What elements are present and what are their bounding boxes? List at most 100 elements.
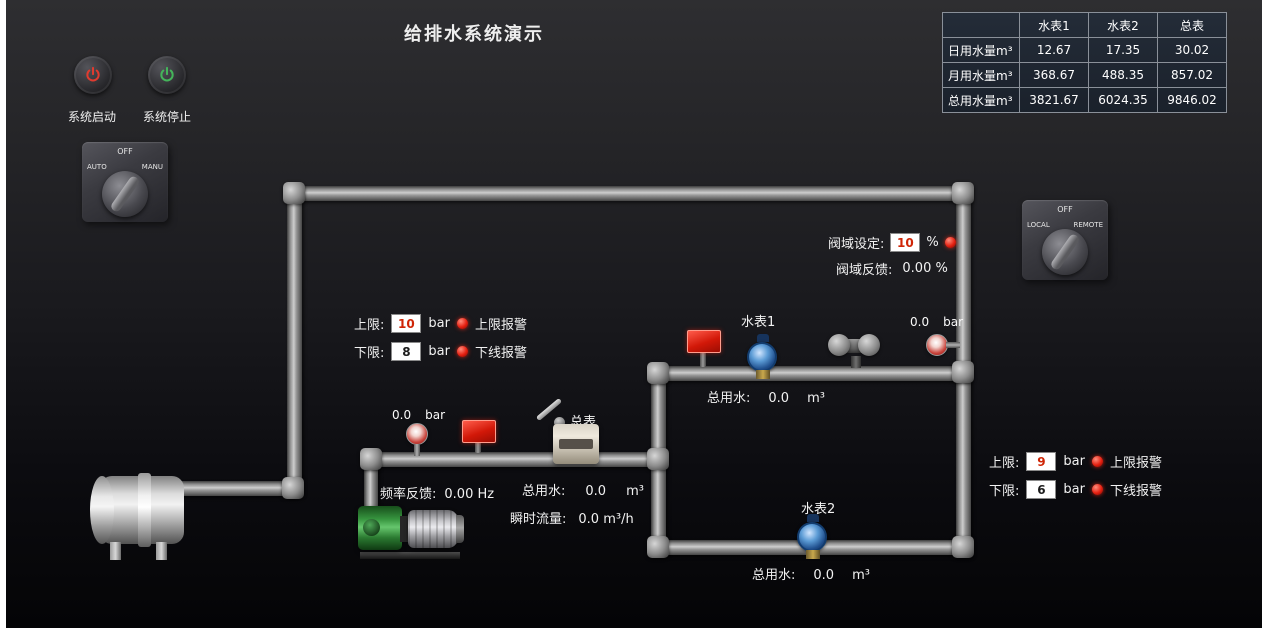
gauge-reading: 0.0 bar: [910, 315, 963, 329]
pipe-joint: [283, 182, 305, 204]
pump-head: [358, 506, 402, 550]
table-cell: 9846.02: [1157, 87, 1227, 113]
tank-leg: [110, 542, 121, 560]
pipe-segment: [287, 186, 302, 497]
usage-value: 0.0: [813, 568, 835, 583]
pipe-joint: [282, 477, 304, 499]
auto-manu-switch[interactable]: OFF AUTO MANU: [82, 142, 168, 222]
usage-unit: m³: [852, 568, 870, 583]
switch-handle: [1049, 232, 1081, 272]
usage-label: 总用水:: [752, 568, 796, 583]
alarm-led: [456, 318, 468, 329]
high-limit-input[interactable]: [1026, 452, 1057, 471]
low-limit-input[interactable]: [391, 342, 422, 361]
pump: [358, 494, 466, 562]
table-cell: 368.67: [1019, 62, 1089, 88]
switch-local-label: LOCAL: [1027, 221, 1050, 229]
valve-setting-label: 阀域设定:: [828, 237, 885, 252]
usage-value: 0.0: [585, 484, 607, 499]
water-usage-table: 水表1 水表2 总表 日用水量m³ 12.67 17.35 30.02 月用水量…: [942, 12, 1227, 113]
unit-label: bar: [1063, 454, 1085, 469]
table-cell: 488.35: [1088, 62, 1158, 88]
total-meter-body: [553, 424, 599, 464]
gauge-stem: [414, 444, 420, 456]
valve-stem: [851, 356, 861, 368]
valve-setting-input[interactable]: [890, 233, 921, 252]
pipe-joint: [360, 448, 382, 470]
frequency-value: 0.00 Hz: [444, 487, 495, 502]
table-cell: 30.02: [1157, 37, 1227, 63]
switch-off-label: OFF: [117, 147, 133, 156]
hmi-screen: 给排水系统演示 系统启动 系统停止 OFF AUTO MANU 水表1 水表2 …: [6, 0, 1262, 628]
alarm-led: [456, 346, 468, 357]
pump-base: [360, 552, 460, 559]
high-limit-label: 上限:: [989, 456, 1020, 471]
actuator-knob: [858, 334, 880, 356]
indicator-display: [462, 420, 496, 443]
meter2-usage-row: 总用水: 0.0 m³: [752, 564, 870, 583]
table-row: 总用水量m³ 3821.67 6024.35 9846.02: [942, 87, 1227, 113]
gauge-unit: bar: [425, 408, 445, 422]
flow-value: 0.0 m³/h: [578, 512, 634, 527]
usage-label: 总用水:: [522, 484, 566, 499]
system-stop-button[interactable]: [148, 56, 186, 94]
gauge-unit: bar: [943, 315, 963, 329]
usage-unit: m³: [626, 484, 644, 499]
valve-led: [944, 237, 956, 248]
flow-row: 瞬时流量: 0.0 m³/h: [510, 508, 634, 527]
tank-end-cap: [90, 476, 114, 544]
switch-off-label: OFF: [1057, 205, 1073, 214]
low-limit-label: 下限:: [354, 346, 385, 361]
pipe-segment: [166, 481, 298, 496]
water-meter-2: [797, 514, 829, 559]
row-label: 日用水量m³: [942, 37, 1020, 63]
power-icon: [160, 66, 174, 82]
switch-remote-label: REMOTE: [1073, 221, 1103, 229]
table-cell: 3821.67: [1019, 87, 1089, 113]
unit-label: bar: [1063, 482, 1085, 497]
low-alarm-label: 下线报警: [1109, 484, 1162, 499]
pump-coupling: [400, 516, 409, 542]
high-alarm-label: 上限报警: [474, 318, 527, 333]
indicator-stand: [475, 441, 481, 453]
power-icon: [86, 66, 100, 82]
table-header-row: 水表1 水表2 总表: [942, 12, 1227, 38]
switch-handle: [109, 174, 141, 214]
system-start-label: 系统启动: [68, 110, 117, 124]
low-alarm-label: 下线报警: [474, 346, 527, 361]
meter-cap: [807, 514, 819, 522]
pipe-joint: [952, 361, 974, 383]
low-limit-row-left: 下限: bar 下线报警: [354, 342, 527, 361]
system-start-button[interactable]: [74, 56, 112, 94]
column-header: 总表: [1157, 12, 1227, 38]
gauge-dial: [406, 423, 428, 445]
table-cell: 17.35: [1088, 37, 1158, 63]
page-title: 给排水系统演示: [404, 24, 544, 45]
usage-value: 0.0: [768, 391, 790, 406]
usage-unit: m³: [807, 391, 825, 406]
pipe-joint: [952, 536, 974, 558]
valve-feedback-row: 阀域反馈: 0.00 %: [836, 259, 948, 278]
pipe-joint: [952, 182, 974, 204]
total-meter-pivot: [554, 417, 565, 428]
valve-setting-row: 阀域设定: %: [828, 233, 956, 252]
total-meter-display: [559, 439, 593, 449]
high-limit-row-right: 上限: bar 上限报警: [989, 452, 1162, 471]
switch-knob[interactable]: [102, 171, 148, 217]
total-meter-usage-row: 总用水: 0.0 m³: [522, 480, 644, 499]
high-limit-input[interactable]: [391, 314, 422, 333]
pressure-gauge-pump: [406, 423, 428, 456]
row-label: 月用水量m³: [942, 62, 1020, 88]
tank-leg: [156, 542, 167, 560]
local-remote-switch[interactable]: OFF LOCAL REMOTE: [1022, 200, 1108, 280]
frequency-feedback: 频率反馈: 0.00 Hz: [380, 483, 494, 502]
gauge-stem: [946, 342, 960, 348]
system-stop-label: 系统停止: [143, 110, 192, 124]
meter-neck: [756, 370, 770, 379]
pipe-joint: [647, 448, 669, 470]
gauge-value: 0.0: [392, 408, 412, 422]
gauge-value: 0.0: [910, 315, 930, 329]
low-limit-input[interactable]: [1026, 480, 1057, 499]
switch-knob[interactable]: [1042, 229, 1088, 275]
gauge-dial: [926, 334, 948, 356]
